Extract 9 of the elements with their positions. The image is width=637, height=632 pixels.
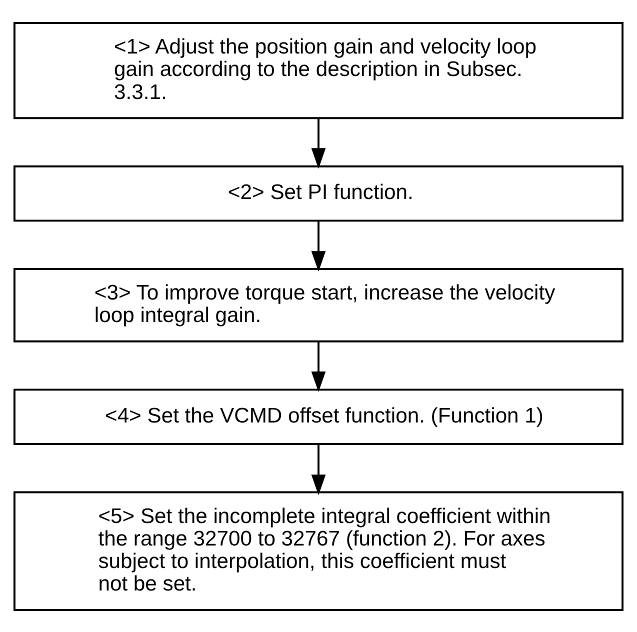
- node-box: <5> Set the incomplete integral coefficient within the range 32700 to 32767 (function 2). For axes subject to interpolation, this coefficient must not be set.: [14, 490, 624, 610]
- node-box: <3> To improve torque start, increase the velocity loop integral gain.: [14, 268, 624, 342]
- node-box: <2> Set PI function.: [14, 164, 624, 222]
- arrow: [311, 341, 326, 392]
- arrow: [311, 220, 326, 272]
- node-box: <4> Set the VCMD offset function. (Function 1): [14, 388, 624, 444]
- node-box: <1> Adjust the position gain and velocity loop gain according to the description in Subsec. 3.3.1.: [14, 22, 624, 119]
- arrow: [311, 118, 326, 168]
- arrow: [311, 444, 326, 495]
